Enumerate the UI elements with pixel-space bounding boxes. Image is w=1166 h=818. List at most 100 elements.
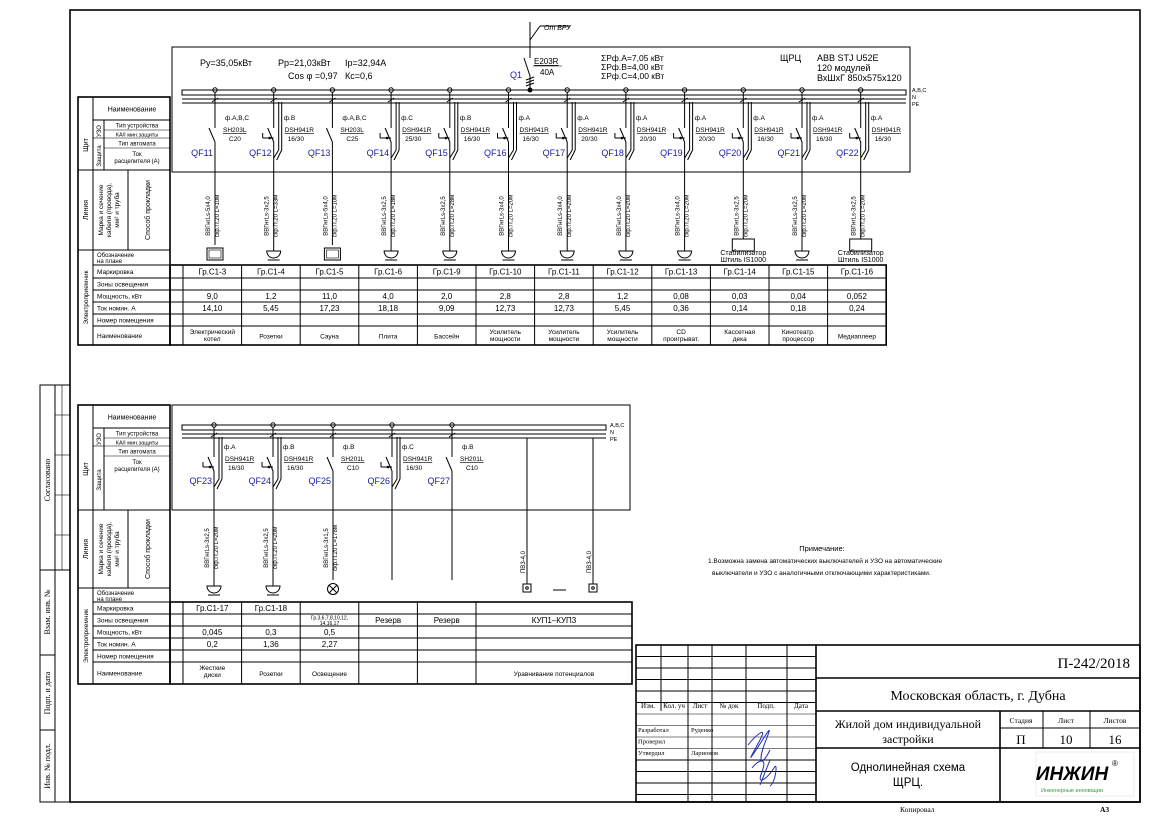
phase-slash — [329, 97, 336, 103]
top-cell-group: Гр.С1-12 — [606, 268, 639, 277]
bottom-cell-name: Освещение — [312, 671, 347, 678]
socket-icon — [206, 585, 222, 594]
tb-role: Разработал — [638, 727, 670, 734]
breaker-model: DSH941R — [754, 127, 784, 134]
terminal-dot — [591, 586, 595, 590]
object-name-1: Жилой дом индивидуальной — [835, 717, 982, 731]
notes-line-2: выключатели и УЗО с аналогичными отключа… — [712, 570, 931, 577]
phase-slash — [857, 97, 864, 103]
label-room: Номер помещения — [97, 318, 154, 325]
bottom-cell-power: 0,5 — [324, 628, 336, 637]
phase-label: ф.А,В,С — [225, 115, 249, 122]
label-power: Мощность, кВт — [97, 294, 142, 301]
top-cell-group: Гр.С1-15 — [782, 268, 815, 277]
bottom-cell-group: Гр.С1-18 — [255, 604, 288, 613]
stage-value: П — [1016, 732, 1025, 747]
breaker-model: DSH941R — [872, 127, 902, 134]
tb-col-header: № док — [720, 702, 739, 710]
heater-box-icon — [323, 247, 341, 261]
bus-label-pe-bottom: PE — [610, 437, 618, 443]
breaker-model: DSH941R — [813, 127, 843, 134]
rcd-line — [273, 149, 280, 159]
logo-subtitle: Инженерные инновации — [1041, 788, 1103, 794]
bus-label-abc: А,В,С — [912, 88, 926, 94]
rcd-trip-dot — [267, 465, 271, 469]
top-cell-name: Усилитель — [607, 329, 639, 336]
phase-slash — [681, 97, 688, 103]
bus-label-pe: PE — [912, 102, 920, 108]
breaker-id: QF21 — [777, 148, 800, 158]
rcd-line — [745, 149, 752, 161]
cable-brand: ВВГнгLs-3х4,0 — [500, 196, 506, 236]
breaker-id: QF23 — [189, 476, 212, 486]
slash — [525, 82, 535, 87]
rcd-trip-dot — [855, 136, 858, 140]
label-marking: Маркировка — [97, 269, 134, 276]
breaker-id: QF17 — [543, 148, 566, 158]
bottom-cell-power: 0,045 — [202, 628, 223, 637]
breaker-rating: C10 — [466, 465, 478, 472]
top-cell-group: Гр.С1-3 — [198, 268, 226, 277]
top-cell-name: Бассейн — [434, 333, 460, 341]
rcd-line — [213, 478, 220, 488]
rcd-trip-dot — [208, 465, 212, 469]
breaker-model: SH203L — [340, 127, 364, 134]
design-power: Рр=21,03кВт — [278, 58, 331, 68]
top-cell-current: 17,23 — [319, 304, 340, 313]
phase-slash — [269, 432, 277, 438]
slash — [525, 76, 535, 81]
socket-icon — [794, 250, 810, 259]
cable-route: скр.П.20 L=20м — [626, 195, 632, 238]
bottom-cell-zone: Резерв — [434, 616, 460, 625]
rcd-line — [569, 149, 576, 161]
top-cell-power: 2,0 — [441, 292, 453, 301]
demand-factor: Кс=0,6 — [345, 71, 373, 81]
cable-route: скр.П.20 L=20м — [861, 195, 867, 238]
label-protection: Защита — [97, 145, 103, 167]
label-ka-min: КА/I мин.защиты — [116, 441, 159, 447]
cable-route: скр.П.20 L=10м — [332, 195, 338, 238]
label-cable-brand: мм² и труба — [113, 192, 121, 228]
top-cell-current: 0,18 — [791, 304, 807, 313]
rcd-line — [628, 149, 635, 161]
top-cell-current: 0,14 — [732, 304, 748, 313]
breaker-rating: 16/30 — [816, 136, 833, 143]
breaker-id: QF25 — [308, 476, 331, 486]
top-cell-current: 5,45 — [263, 304, 279, 313]
phase-slash — [329, 432, 337, 438]
breaker-id: QF13 — [308, 148, 331, 158]
top-cell-name: Электрический — [190, 328, 236, 336]
breaker-id: QF16 — [484, 148, 507, 158]
heater-box-inner — [326, 249, 339, 259]
panel-header: Ру=35,05кВт Рр=21,03кВт Iр=32,94А Cos φ … — [171, 25, 926, 443]
breaker-contact — [326, 456, 334, 472]
notes-title: Примечание: — [799, 544, 845, 553]
top-cell-name: Усилитель — [490, 329, 522, 336]
top-cell-current: 14,10 — [202, 304, 223, 313]
breaker-model: SH201L — [341, 456, 365, 463]
phase-sum-c: ΣPф.С=4,00 кВт — [601, 71, 664, 81]
cable-route: скр.П.20 L=20м — [802, 195, 808, 238]
cable-route: скр.П.20 L=20м — [685, 195, 691, 238]
breaker-model: DSH941R — [696, 127, 726, 134]
phase-slash — [388, 432, 396, 438]
tb-person: Ларионов — [691, 750, 718, 757]
top-cell-name: CD — [676, 329, 686, 336]
rcd-trip-dot — [444, 136, 448, 140]
busbar-bottom — [181, 424, 607, 439]
top-cell-current: 12,73 — [554, 304, 575, 313]
notes: Примечание: 1.Возможна замена автоматиче… — [708, 544, 943, 577]
breaker-rating: 20/30 — [581, 136, 598, 143]
bottom-cell-name: Жесткие — [199, 665, 225, 672]
rcd-line — [272, 478, 279, 488]
breaker-contact — [678, 127, 686, 143]
label-cable-brand: кабеля (провода), — [105, 522, 113, 576]
